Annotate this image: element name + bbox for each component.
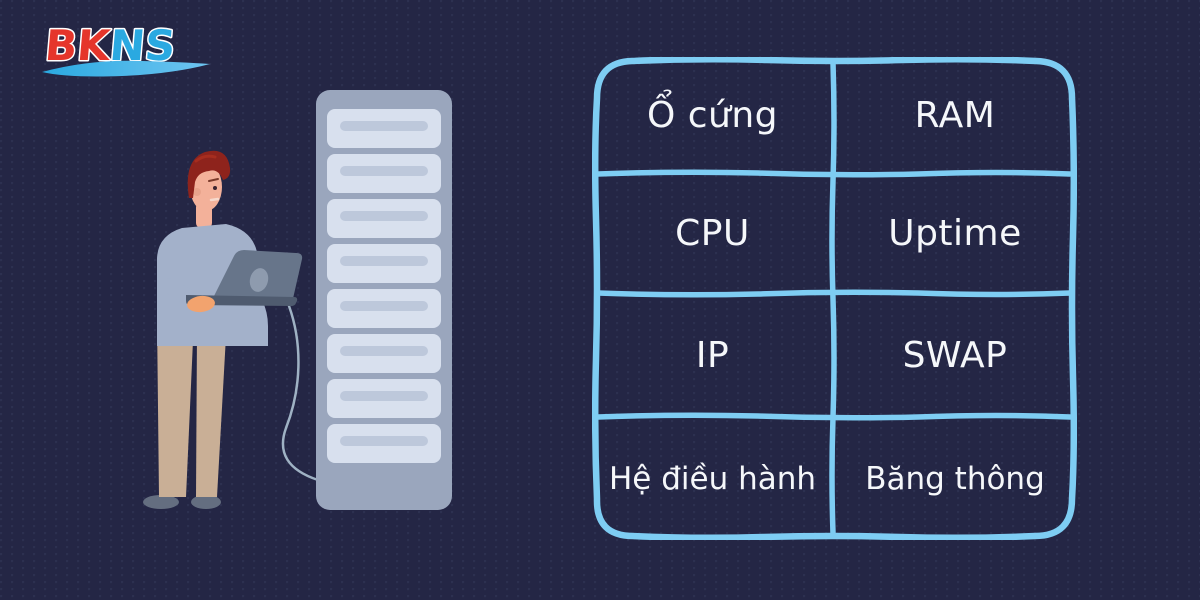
- spec-cell-cpu: CPU: [675, 213, 750, 254]
- server-rack-body: [316, 90, 452, 510]
- spec-cell-uptime: Uptime: [888, 213, 1022, 254]
- cable-icon: [281, 304, 354, 491]
- table-row-divider-3: [595, 412, 1073, 421]
- server-panel: [327, 424, 441, 463]
- shoe-right: [191, 495, 221, 509]
- specs-grid: Ổ cứng RAM CPU Uptime IP SWAP Hệ điều hà…: [592, 57, 1077, 540]
- spec-cell-swap: SWAP: [902, 334, 1008, 376]
- face: [190, 163, 222, 211]
- server-panel: [327, 289, 441, 328]
- logo-text-bk: BK: [43, 21, 113, 70]
- server-rack-icon: [316, 90, 452, 510]
- server-panel: [327, 109, 441, 148]
- eye: [213, 186, 217, 190]
- server-rack-panels: [327, 109, 441, 463]
- torso: [156, 224, 268, 346]
- laptop-icon: [186, 250, 303, 306]
- leg-left: [157, 318, 194, 497]
- server-panel: [327, 154, 441, 193]
- laptop-base: [186, 295, 298, 306]
- spec-cell-ram: RAM: [914, 95, 996, 136]
- server-panel: [327, 379, 441, 418]
- mouth: [209, 197, 220, 202]
- specs-table-border: [592, 57, 1077, 540]
- bkns-logo-svg: BKNS: [42, 20, 210, 77]
- hand: [187, 295, 215, 313]
- bkns-logo: BKNS: [20, 14, 250, 100]
- server-panel: [327, 244, 441, 283]
- spec-cell-bandwidth: Băng thông: [865, 460, 1045, 497]
- arm: [162, 278, 208, 310]
- laptop-logo: [249, 268, 269, 292]
- shoe-left: [143, 495, 179, 509]
- table-outer-border: [592, 57, 1077, 540]
- person-with-laptop-icon: [143, 150, 303, 509]
- leg-right: [196, 318, 227, 497]
- eyebrow: [208, 178, 219, 182]
- table-row-divider-1: [595, 169, 1073, 178]
- neck: [196, 202, 212, 228]
- table-column-divider: [829, 60, 837, 536]
- spec-cell-ip: IP: [695, 334, 730, 376]
- server-panel: [327, 199, 441, 238]
- spec-cell-hdd: Ổ cứng: [646, 95, 779, 136]
- hair: [187, 150, 231, 198]
- logo-swoosh-icon: [42, 60, 210, 77]
- specs-table: Ổ cứng RAM CPU Uptime IP SWAP Hệ điều hà…: [592, 57, 1077, 540]
- server-panel: [327, 334, 441, 373]
- hair-highlight: [194, 154, 217, 163]
- spec-cell-os: Hệ điều hành: [608, 460, 817, 497]
- laptop-lid: [214, 250, 303, 303]
- table-row-divider-2: [595, 289, 1073, 298]
- ear: [193, 188, 201, 196]
